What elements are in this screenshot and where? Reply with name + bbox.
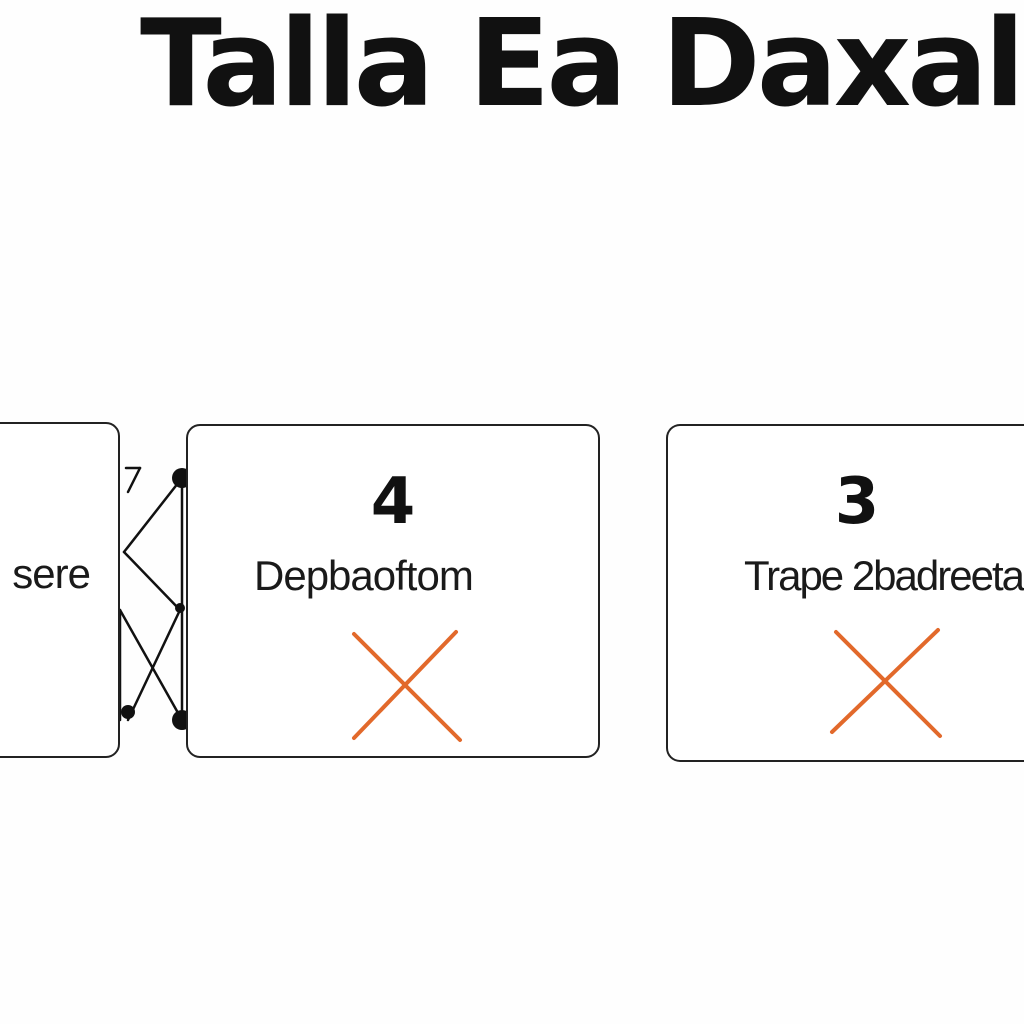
connector-line — [126, 466, 142, 494]
connector-line — [122, 550, 182, 612]
card-mid-number: 4 — [370, 465, 416, 539]
card-mid-label: Depbaoftom — [254, 552, 474, 599]
connector-node — [175, 603, 185, 613]
x-mark-icon — [352, 630, 462, 742]
card-right: 3 Trape 2badreetai — [666, 424, 1024, 762]
connector-line — [126, 608, 182, 722]
connector-node — [121, 705, 135, 719]
card-mid: 4 Depbaoftom — [186, 424, 600, 758]
connector-line — [122, 476, 184, 554]
card-left: sere — [0, 422, 120, 758]
connector-line — [118, 608, 184, 722]
card-right-label: Trape 2badreetai — [744, 552, 1024, 599]
page-title: Talla Ea Daxal — [140, 0, 1024, 130]
card-right-number: 3 — [834, 465, 880, 539]
card-left-label: sere — [12, 550, 91, 597]
x-mark-icon — [830, 628, 942, 738]
